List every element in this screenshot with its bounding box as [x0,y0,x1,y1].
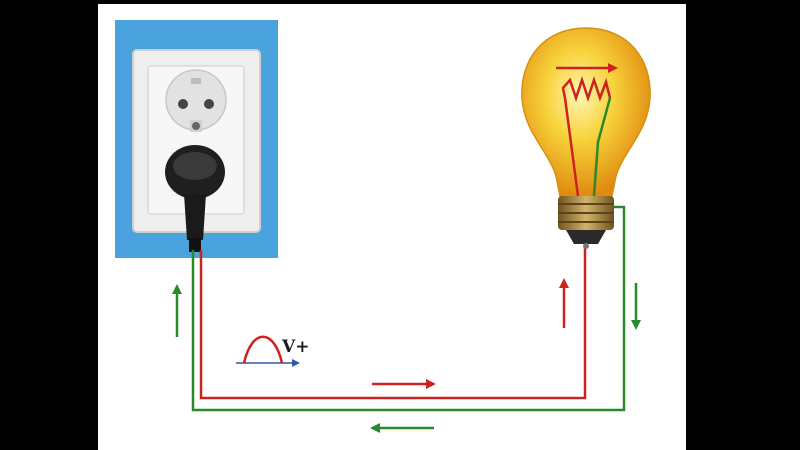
filament [561,76,612,197]
neutral-wire [191,205,626,412]
live-wire [199,236,587,400]
plug-icon [165,145,225,252]
voltage-label: V+ [281,337,309,357]
arrow-bottom-right [372,379,436,389]
arrow-bulb-top-right [556,63,618,73]
arrow-right-up [559,278,569,328]
arrow-left-up [172,284,182,337]
arrow-bottom-left [370,423,434,433]
light-bulb-icon [521,27,651,249]
waveform-icon [236,335,300,367]
arrow-right-down [631,283,641,330]
